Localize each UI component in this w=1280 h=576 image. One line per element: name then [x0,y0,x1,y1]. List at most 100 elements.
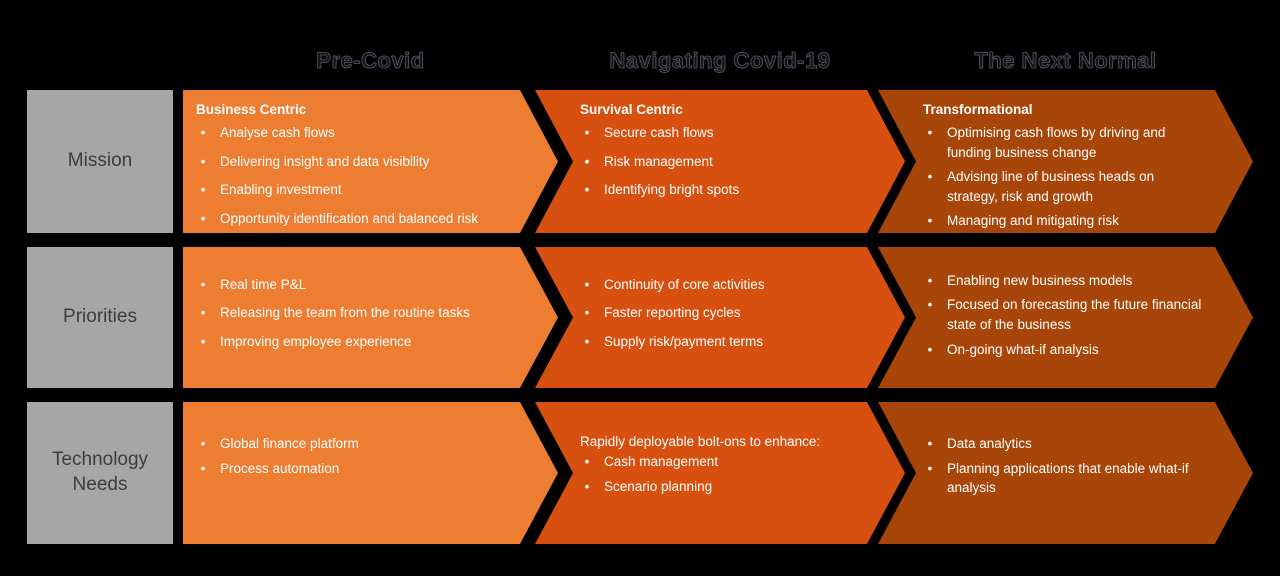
bullet-text: Releasing the team from the routine task… [220,305,470,321]
bullet-text: Enabling new business models [947,272,1133,288]
list-item: • Continuity of core activities [580,275,857,295]
list-item: • Process automation [196,459,510,479]
list-item: • On-going what-if analysis [923,340,1205,360]
bullet-list: • Global finance platform • Process automa… [196,434,510,483]
bullet-icon: • [927,297,933,313]
list-item: • Secure cash flows [580,123,857,143]
bullet-text: Advising line of business heads on strat… [947,169,1155,204]
list-item: • Focused on forecasting the future finan… [923,295,1205,334]
bullet-text: Identifying bright spots [604,182,740,198]
column-header-next-normal: The Next Normal [974,48,1157,74]
bullet-text: Global finance platform [220,436,359,451]
bullet-list: • Real time P&L • Releasing the team from … [196,275,510,361]
column-header-pre-covid: Pre-Covid [316,48,425,74]
row-label-priorities: Priorities [27,247,173,388]
bullet-text: On-going what-if analysis [947,341,1099,357]
list-item: • Enabling new business models [923,271,1205,291]
bullet-icon: • [200,436,206,451]
bullet-text: Data analytics [947,436,1032,451]
bullet-list: • Continuity of core activities • Faster r… [580,275,857,361]
bullet-list: • Data analytics • Planning applications t… [923,434,1205,503]
bullet-text: Planning applications that enable what-i… [947,460,1189,496]
list-item: • Faster reporting cycles [580,303,857,323]
cell-mission-next-normal: Transformational •Optimising cash flows … [878,90,1253,233]
bullet-list: • Cash management • Scenario planning [580,452,857,501]
bullet-text: Cash management [604,454,719,469]
bullet-icon: • [927,213,933,229]
list-item: • Planning applications that enable what-… [923,459,1205,498]
list-item: • Delivering insight and data visibility [196,152,510,172]
bullet-text: Focused on forecasting the future financ… [947,297,1202,332]
list-item: • Scenario planning [580,477,857,497]
bullet-icon: • [584,276,590,292]
bullet-list: • Optimising cash flows by driving and fu… [923,123,1205,233]
bullet-icon: • [927,272,933,288]
bullet-text: Opportunity identification and balanced … [220,210,479,226]
bullet-text: Improving employee experience [220,333,412,349]
bullet-text: Secure cash flows [604,125,714,140]
bullet-text: Analyse cash flows [220,125,335,140]
bullet-icon: • [200,276,206,292]
bullet-text: Process automation [220,460,340,476]
bullet-text: Delivering insight and data visibility [220,153,430,169]
cell-mission-navigating-covid: Survival Centric • Secure cash flows • Ris… [535,90,905,233]
list-item: • Real time P&L [196,275,510,295]
bullet-icon: • [200,333,206,349]
bullet-icon: • [927,341,933,357]
list-item: • Cash management [580,452,857,472]
list-item: • Data analytics [923,434,1205,454]
bullet-icon: • [584,182,590,198]
list-item: • Opportunity identification and balanced… [196,209,510,229]
bullet-text: Optimising cash flows by driving and fun… [947,125,1166,160]
bullet-icon: • [200,460,206,476]
cell-technology-navigating-covid: Rapidly deployable bolt-ons to enhance: … [535,402,905,544]
bullet-icon: • [927,169,933,185]
cell-priorities-next-normal: • Enabling new business models • Focused o… [878,247,1253,388]
bullet-icon: • [200,305,206,321]
bullet-icon: • [927,460,933,476]
cell-heading: Business Centric [196,102,307,117]
cell-heading: Rapidly deployable bolt-ons to enhance: [580,434,821,449]
list-item: • Improving employee experience [196,332,510,352]
bullet-icon: • [584,333,590,349]
row-label-technology-needs: Technology Needs [27,402,173,544]
bullet-icon: • [200,210,206,226]
bullet-icon: • [927,436,933,451]
column-header-navigating-covid: Navigating Covid-19 [609,48,831,74]
cell-technology-pre-covid: • Global finance platform • Process automa… [183,402,558,544]
bullet-list: • Analyse cash flows • Delivering insight … [196,123,510,233]
bullet-text: Risk management [604,153,713,169]
list-item: • Optimising cash flows by driving and fu… [923,123,1205,162]
bullet-text: Enabling investment [220,182,342,198]
list-item: • Analyse cash flows [196,123,510,143]
list-item: • Releasing the team from the routine tas… [196,303,510,323]
bullet-icon: • [200,153,206,169]
cell-technology-next-normal: • Data analytics • Planning applications t… [878,402,1253,544]
bullet-icon: • [584,153,590,169]
list-item: • Risk management [580,152,857,172]
cell-mission-pre-covid: Business Centric • Analyse cash flows • De… [183,90,558,233]
bullet-icon: • [584,454,590,469]
list-item: • Supply risk/payment terms [580,332,857,352]
bullet-icon: • [200,182,206,198]
bullet-text: Scenario planning [604,478,713,494]
cell-priorities-pre-covid: • Real time P&L • Releasing the team from … [183,247,558,388]
bullet-text: Supply risk/payment terms [604,333,764,349]
list-item: • Global finance platform [196,434,510,454]
row-label-mission: Mission [27,90,173,233]
list-item: • Advising line of business heads on stra… [923,167,1205,206]
bullet-text: Real time P&L [220,276,307,292]
bullet-text: Faster reporting cycles [604,305,741,321]
bullet-icon: • [927,125,933,140]
cell-priorities-navigating-covid: • Continuity of core activities • Faster r… [535,247,905,388]
list-item: • Identifying bright spots [580,180,857,200]
bullet-icon: • [200,125,206,140]
bullet-icon: • [584,305,590,321]
bullet-text: Continuity of core activities [604,276,765,292]
list-item: •Managing and mitigating risk [923,211,1205,231]
list-item: • Enabling investment [196,180,510,200]
bullet-icon: • [584,478,590,494]
cell-heading: Survival Centric [580,102,683,117]
bullet-icon: • [584,125,590,140]
